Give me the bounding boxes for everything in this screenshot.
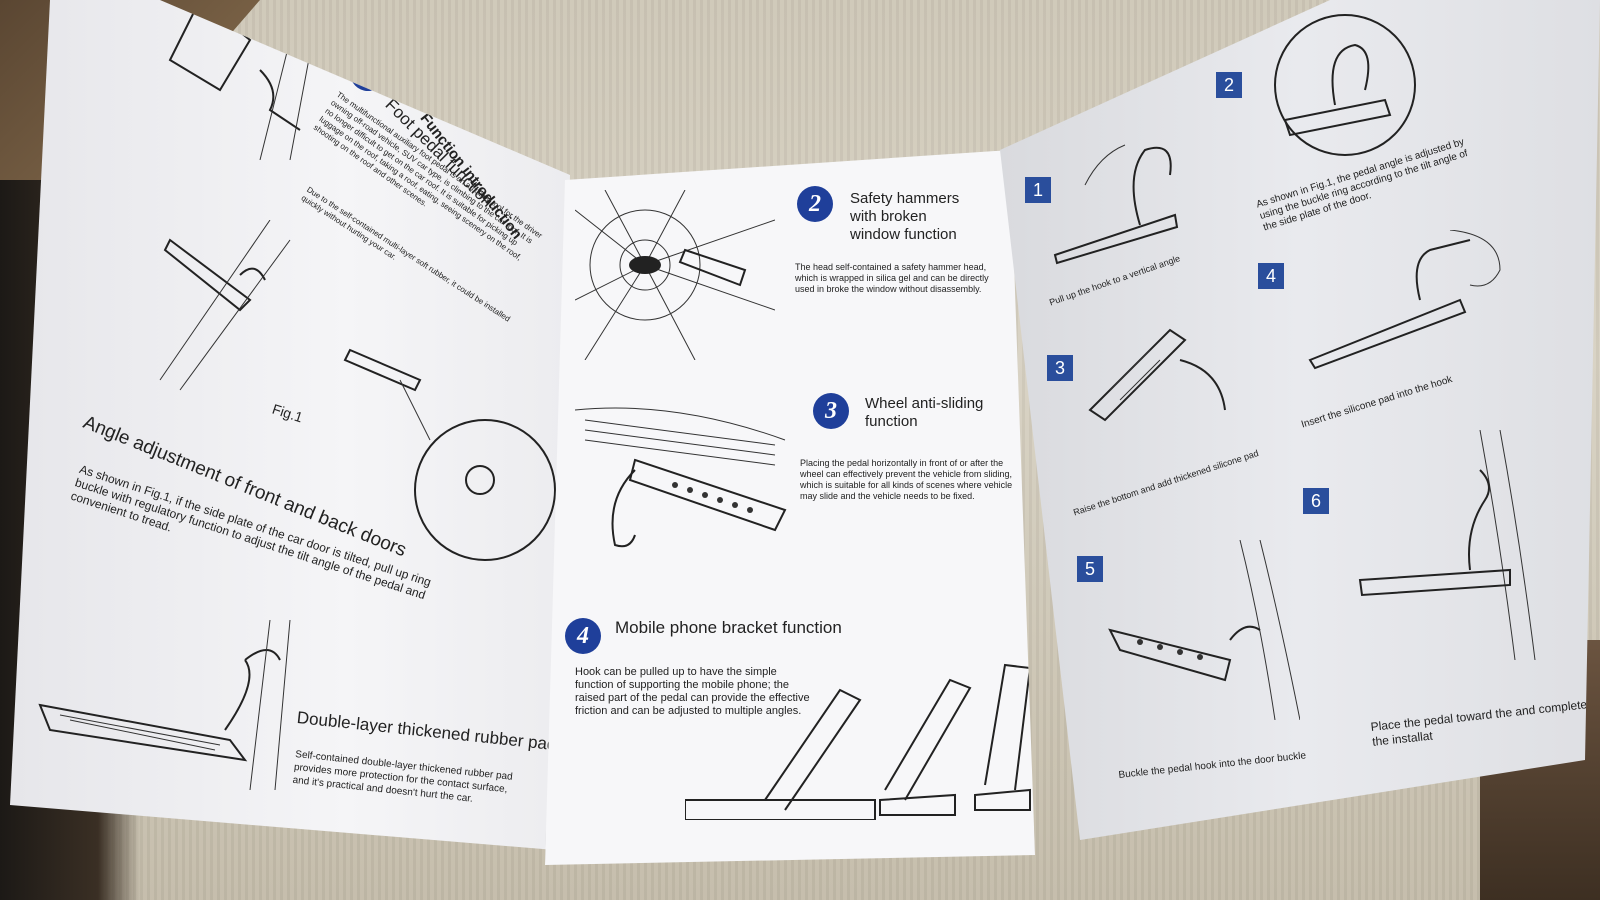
step-6-illustration (1358, 430, 1536, 660)
rubber-pad-title: Double-layer thickened rubber pad (296, 708, 558, 755)
item-number-4: 4 (565, 618, 601, 654)
phone-bracket-illustration (685, 663, 1032, 820)
item-number-3: 3 (813, 393, 849, 429)
pedal-closeup-illustration (343, 348, 556, 561)
step-4-number: 4 (1258, 263, 1284, 289)
brochure-right-panel: Installation de 1 Pull up the hook to a … (1000, 0, 1600, 840)
fig1-label: Fig.1 (270, 400, 305, 426)
item-number-2: 2 (797, 186, 833, 222)
phone-bracket-text: Hook can be pulled up to have the simple… (575, 666, 810, 717)
wheel-anti-slide-text: Placing the pedal horizontally in front … (800, 458, 1013, 501)
step-4-illustration (1308, 230, 1501, 370)
wheel-anti-slide-illustration (575, 407, 787, 548)
step-6-number: 6 (1303, 488, 1329, 514)
safety-hammer-title: Safety hammers with broken window functi… (850, 190, 960, 243)
safety-hammer-text: The head self-contained a safety hammer … (795, 262, 989, 294)
phone-bracket-title: Mobile phone bracket function (615, 618, 842, 637)
brochure-middle-panel: 2 Safety hammers with broken window func… (545, 150, 1035, 865)
rubber-pad-text: Self-contained double-layer thickened ru… (292, 748, 514, 805)
broken-window-illustration (575, 190, 775, 360)
double-layer-pedal-illustration (38, 620, 291, 790)
step-5-text: Buckle the pedal hook into the door buck… (1118, 750, 1307, 781)
step-2-illustration (1274, 14, 1416, 156)
step-5-illustration (1108, 540, 1300, 720)
wheel-anti-slide-title: Wheel anti-sliding function (865, 395, 984, 430)
step-3-number: 3 (1047, 355, 1073, 381)
step-6-text: Place the pedal toward the and complete … (1370, 697, 1588, 749)
pedal-on-door-illustration-mid (159, 220, 291, 391)
step-2-number: 2 (1216, 72, 1242, 98)
step-3-illustration (1088, 328, 1226, 422)
step-3-text: Raise the bottom and add thickened silic… (1072, 448, 1260, 518)
step-1-number: 1 (1025, 177, 1051, 203)
brochure-left-panel: Function introduction 1 Foot pedal funct… (10, 0, 570, 850)
step-1-illustration (1053, 144, 1179, 265)
step-5-number: 5 (1077, 556, 1103, 582)
